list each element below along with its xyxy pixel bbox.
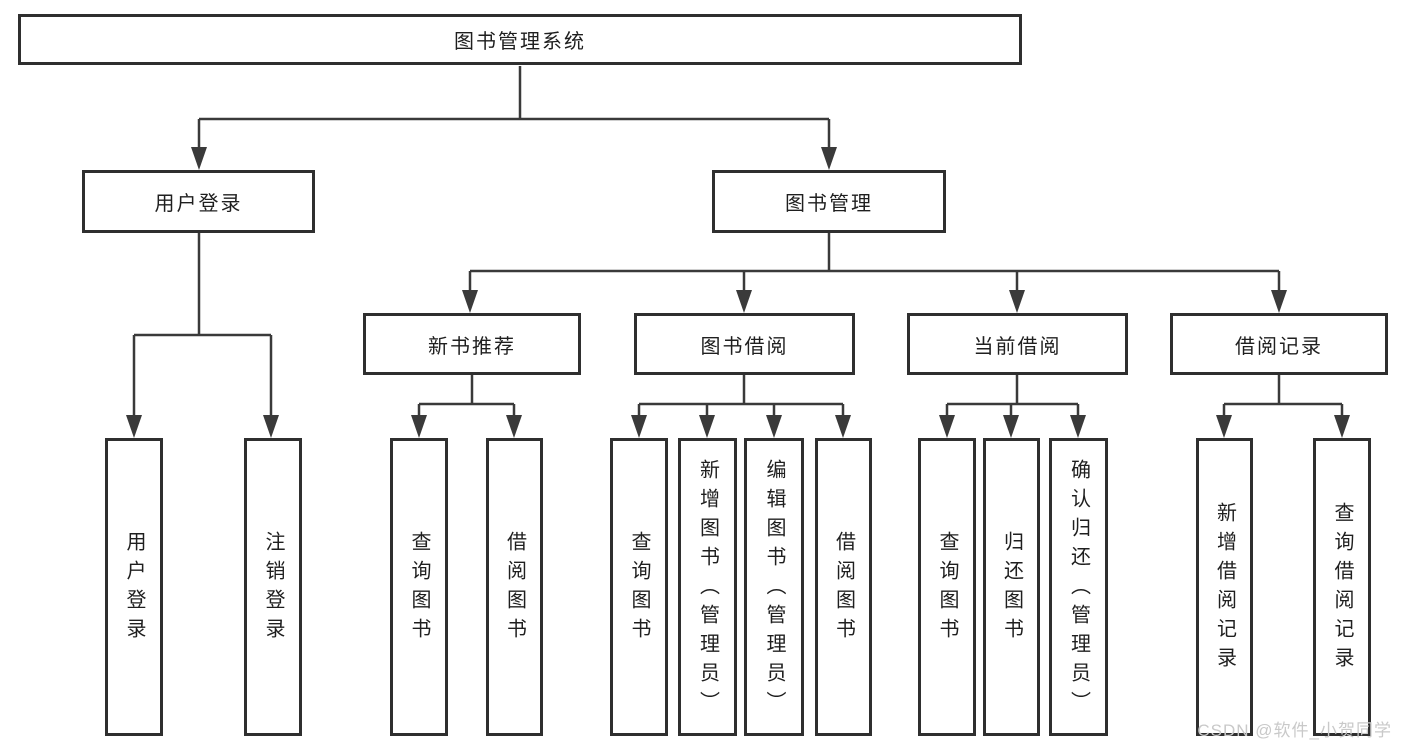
node-current-borrow: 当前借阅: [907, 313, 1128, 375]
leaf-confirm-return-admin: 确认归还（管理员）: [1049, 438, 1108, 736]
node-borrow-records: 借阅记录: [1170, 313, 1388, 375]
leaf-query-books-borrow: 查询图书: [610, 438, 668, 736]
leaf-edit-books-admin: 编辑图书（管理员）: [744, 438, 804, 736]
leaf-return-books: 归还图书: [983, 438, 1040, 736]
leaf-user-login: 用户登录: [105, 438, 163, 736]
leaf-query-books-current: 查询图书: [918, 438, 976, 736]
node-user-login-group: 用户登录: [82, 170, 315, 233]
csdn-watermark: CSDN @软件_小贺同学: [1197, 721, 1392, 740]
leaf-query-borrow-record: 查询借阅记录: [1313, 438, 1371, 736]
leaf-borrow-books: 借阅图书: [815, 438, 872, 736]
node-book-management: 图书管理: [712, 170, 946, 233]
node-root-system: 图书管理系统: [18, 14, 1022, 65]
leaf-borrow-books-recommend: 借阅图书: [486, 438, 543, 736]
node-book-borrow: 图书借阅: [634, 313, 855, 375]
leaf-query-books-recommend: 查询图书: [390, 438, 448, 736]
leaf-logout: 注销登录: [244, 438, 302, 736]
node-new-book-recommend: 新书推荐: [363, 313, 581, 375]
leaf-add-books-admin: 新增图书（管理员）: [678, 438, 737, 736]
leaf-add-borrow-record: 新增借阅记录: [1196, 438, 1253, 736]
